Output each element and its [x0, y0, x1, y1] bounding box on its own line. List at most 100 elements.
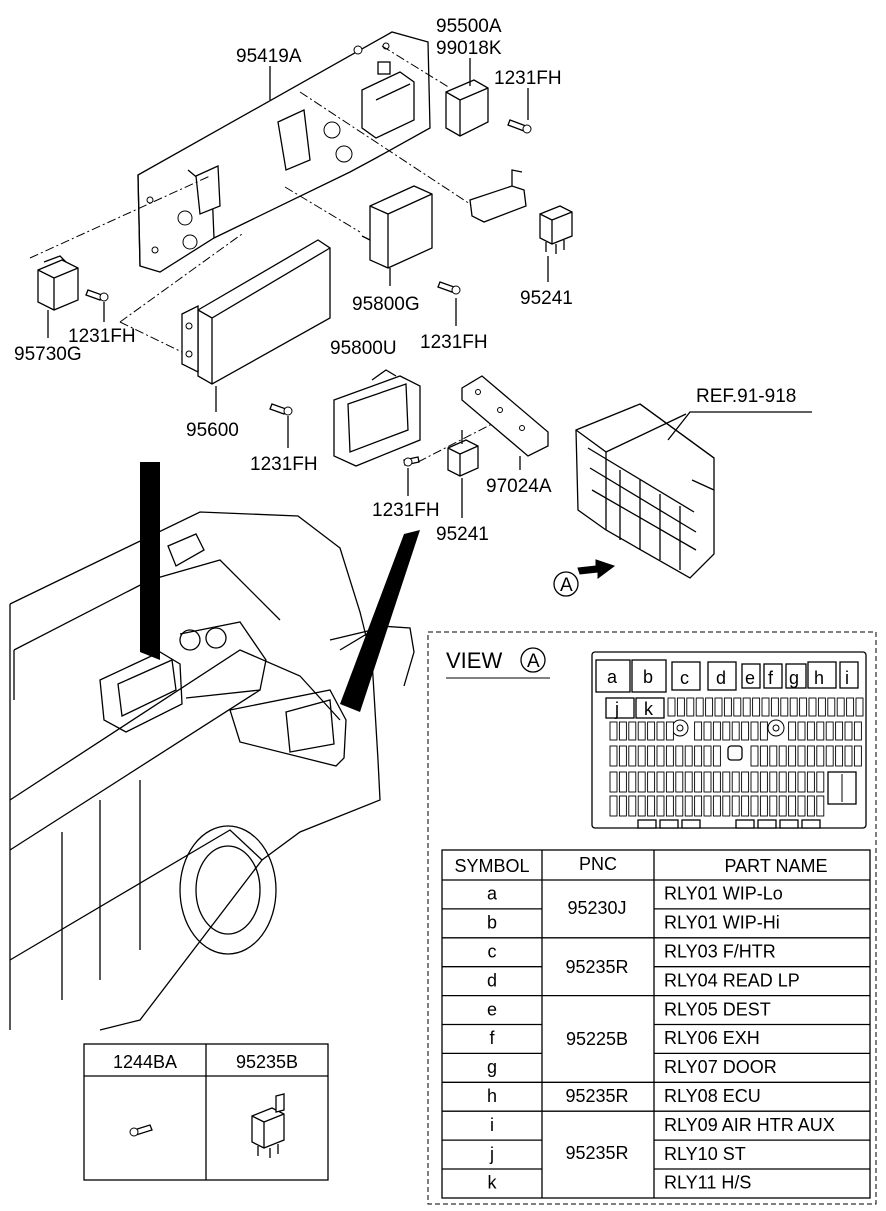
- fuse-cell: [806, 745, 815, 767]
- view-a-circle-icon: [520, 647, 546, 673]
- fuse-cell: [656, 795, 665, 817]
- symbol-cell: f: [489, 1028, 495, 1048]
- slot-label: k: [644, 699, 654, 719]
- callout-1231fh: 1231FH: [68, 326, 136, 347]
- fuse-cell: [770, 697, 779, 717]
- callout-95500a: 95500A: [436, 16, 502, 37]
- fuse-cell: [853, 745, 862, 767]
- fuse-cell: [637, 721, 646, 741]
- fuse-cell: [742, 697, 751, 717]
- fuse-cell: [609, 771, 618, 793]
- junction-box: [575, 403, 715, 579]
- symbol-cell: a: [487, 884, 498, 904]
- fuse-cell: [733, 697, 742, 717]
- bus-illustration: [9, 511, 415, 1031]
- relay-95241: [447, 430, 479, 477]
- view-a-frame: [427, 631, 877, 1205]
- callout-1231fh: 1231FH: [494, 68, 562, 89]
- fuse-cell: [628, 771, 637, 793]
- fuse-cell: [628, 795, 637, 817]
- fuse-cell: [797, 745, 806, 767]
- part-name-cell: RLY01 WIP-Hi: [664, 913, 780, 933]
- fuse-cell: [797, 771, 806, 793]
- view-label: VIEW: [446, 648, 502, 673]
- pointer-right: [340, 530, 420, 712]
- relay-95241: [539, 205, 573, 254]
- pnc-cell: 95235R: [565, 957, 628, 977]
- fuse-cell: [694, 795, 703, 817]
- fuse-cell: [835, 721, 844, 741]
- fuse-cell: [799, 697, 808, 717]
- callout-95730g: 95730G: [14, 344, 82, 365]
- slot-label: j: [614, 699, 619, 719]
- pnc-cell: 95230J: [567, 898, 626, 918]
- fuse-cell: [609, 795, 618, 817]
- fuse-cell: [759, 795, 768, 817]
- fuse-cell: [731, 721, 740, 741]
- callout-97024a: 97024A: [486, 476, 552, 497]
- fuse-cell: [647, 721, 656, 741]
- screw-icon: [269, 403, 293, 416]
- slot-label: h: [814, 668, 824, 688]
- fuse-cell: [609, 721, 618, 741]
- callout-95241: 95241: [436, 524, 489, 545]
- fuse-cell: [667, 697, 676, 717]
- symbol-cell: g: [487, 1057, 497, 1077]
- fuse-cell: [750, 721, 759, 741]
- fuse-cell: [844, 721, 853, 741]
- fuse-cell: [788, 721, 797, 741]
- table-header-symbol: SYMBOL: [454, 856, 529, 876]
- fuse-cell: [703, 795, 712, 817]
- fuse-cell: [808, 697, 817, 717]
- fuse-cell: [703, 771, 712, 793]
- fuse-cell: [618, 771, 627, 793]
- fuse-cell: [778, 795, 787, 817]
- fuse-cell: [769, 745, 778, 767]
- symbol-cell: h: [487, 1086, 497, 1106]
- fuse-cell: [618, 745, 627, 767]
- fuse-cell: [694, 721, 703, 741]
- pnc-cell: 95225B: [566, 1029, 628, 1049]
- table-header-part-name: PART NAME: [724, 856, 827, 876]
- fuse-cell: [836, 697, 845, 717]
- fuse-cell: [705, 697, 714, 717]
- callout-ref: REF.91-918: [696, 386, 796, 407]
- slot-label: g: [789, 668, 799, 688]
- fuse-cell: [712, 745, 721, 767]
- callout-95241: 95241: [520, 288, 573, 309]
- fuse-cell: [788, 745, 797, 767]
- fuse-cell: [788, 795, 797, 817]
- symbol-cell: c: [488, 941, 497, 961]
- slot-label: f: [768, 668, 774, 688]
- callout-1231fh: 1231FH: [372, 500, 440, 521]
- fuse-cell: [816, 745, 825, 767]
- fuse-cell: [750, 771, 759, 793]
- pnc-cell: 95235R: [565, 1143, 628, 1163]
- fuse-cell: [816, 771, 825, 793]
- fuse-cell: [741, 771, 750, 793]
- fuse-cell: [647, 771, 656, 793]
- symbol-cell: i: [490, 1115, 494, 1135]
- fuse-cell: [769, 771, 778, 793]
- fuse-cell: [722, 721, 731, 741]
- slot-label: i: [845, 668, 849, 688]
- fuse-cell: [676, 697, 685, 717]
- fuse-cell: [609, 745, 618, 767]
- bracket-95419a: [137, 31, 431, 273]
- part-name-cell: RLY06 EXH: [664, 1028, 760, 1048]
- fuse-cell: [618, 795, 627, 817]
- fuse-cell: [855, 697, 864, 717]
- leader-lines: [47, 58, 549, 518]
- symbol-cell: j: [489, 1144, 494, 1164]
- ecu-95600: [181, 239, 331, 385]
- slot-label: e: [745, 668, 755, 688]
- fuse-cell: [714, 697, 723, 717]
- fuse-cell: [712, 795, 721, 817]
- fuse-cell: [750, 795, 759, 817]
- part-name-cell: RLY01 WIP-Lo: [664, 884, 783, 904]
- fuse-cell: [665, 745, 674, 767]
- fuse-cell: [686, 697, 695, 717]
- relay-panel: [591, 651, 867, 829]
- fuse-cell: [656, 745, 665, 767]
- view-a-arrow-icon: [553, 559, 616, 597]
